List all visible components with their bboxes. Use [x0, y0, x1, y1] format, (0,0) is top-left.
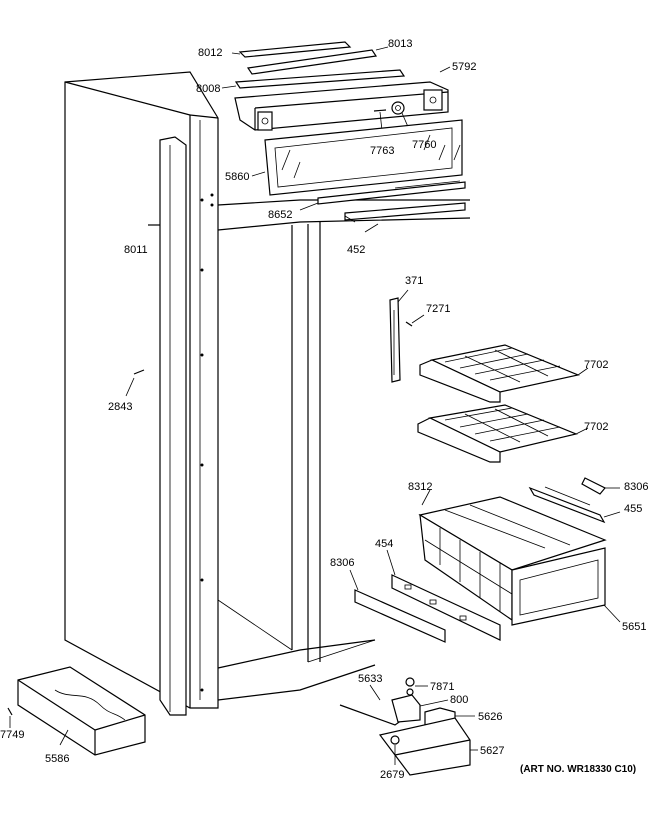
- slide-454: [386, 549, 501, 641]
- label-5633: 5633: [358, 673, 382, 685]
- bracket-8652: [299, 180, 466, 211]
- part-2679: [390, 735, 400, 765]
- label-7760: 7760: [412, 139, 436, 151]
- label-5792: 5792: [452, 61, 476, 73]
- control-housing-5792: [234, 66, 451, 131]
- label-7702-lower: 7702: [584, 421, 608, 433]
- control-knob-7760: [391, 101, 413, 137]
- label-8306-right: 8306: [624, 481, 648, 493]
- housing-5627: [378, 717, 478, 776]
- label-454: 454: [375, 538, 393, 550]
- top-rail-8008: [221, 69, 406, 89]
- label-5860: 5860: [225, 171, 249, 183]
- label-371: 371: [405, 275, 423, 287]
- label-7271: 7271: [426, 303, 450, 315]
- part-labels: 8012 8013 5792 8008 7763 7760 5860 8652 …: [0, 38, 648, 781]
- label-452: 452: [347, 244, 365, 256]
- box-5586: [17, 666, 146, 756]
- label-8008: 8008: [196, 83, 220, 95]
- label-8013: 8013: [388, 38, 412, 50]
- label-5586: 5586: [45, 753, 69, 765]
- label-2843: 2843: [108, 401, 132, 413]
- basket-8312: [418, 489, 607, 622]
- label-7871: 7871: [430, 681, 454, 693]
- label-7702-upper: 7702: [584, 359, 608, 371]
- shelf-support-371: [389, 289, 409, 383]
- cabinet-liner-frame: [217, 199, 471, 701]
- label-8012: 8012: [198, 47, 222, 59]
- shelf-7702-lower: [417, 404, 589, 463]
- label-8652: 8652: [268, 209, 292, 221]
- screw-2843: [125, 369, 145, 397]
- rail-8306-left: [349, 569, 446, 643]
- label-8011: 8011: [124, 244, 148, 256]
- label-8306-left: 8306: [330, 557, 354, 569]
- rail-8306-right: [581, 477, 620, 495]
- label-7763: 7763: [370, 145, 394, 157]
- label-455: 455: [624, 503, 642, 515]
- shelf-7702-upper: [419, 344, 589, 403]
- label-5626: 5626: [478, 711, 502, 723]
- top-rail-8012: [231, 41, 352, 58]
- art-number: (ART NO. WR18330 C10): [520, 764, 636, 775]
- slide-455: [528, 486, 621, 524]
- cabinet-side-panel: [64, 71, 219, 709]
- top-rail-8013: [246, 46, 389, 75]
- part-800: [391, 694, 449, 723]
- label-5627: 5627: [480, 745, 504, 757]
- light-shield-5860: [251, 119, 463, 196]
- label-5651: 5651: [622, 621, 646, 633]
- screw-7271: [405, 314, 425, 327]
- screw-7749: [7, 707, 13, 728]
- label-7749: 7749: [0, 729, 24, 741]
- label-2679: 2679: [380, 769, 404, 781]
- vertical-trim-8011: [148, 136, 187, 716]
- part-7871: [405, 677, 428, 696]
- bracket-452: [344, 202, 466, 233]
- label-800: 800: [450, 694, 468, 706]
- label-8312: 8312: [408, 481, 432, 493]
- drawer-front-5651: [511, 547, 621, 626]
